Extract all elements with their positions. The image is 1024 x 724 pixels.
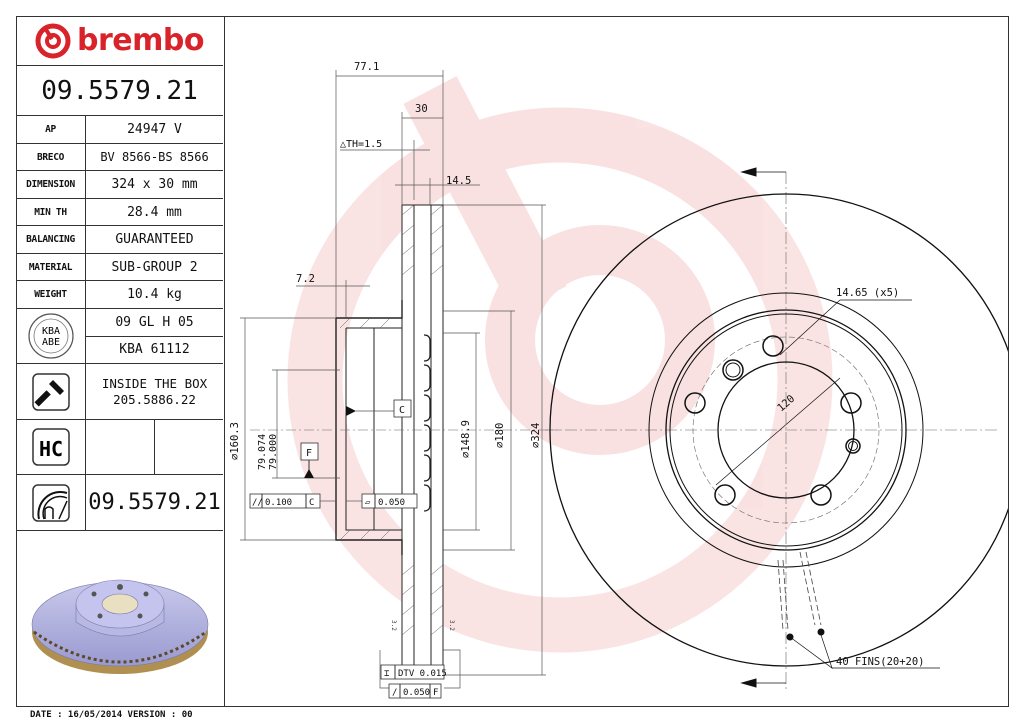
svg-text:▱: ▱	[365, 498, 371, 508]
drawing-frame	[16, 16, 1009, 707]
spec-label: AP	[16, 116, 86, 143]
kba-row: KBA ABE 09 GL H 05 KBA 61112	[16, 309, 223, 364]
svg-text:7.2: 7.2	[296, 273, 315, 285]
technical-drawing: 77.1 30 △TH=1.5 14.5 7.2 ⌀160.3 79.074 7…	[229, 61, 1008, 699]
spec-row-material: MATERIAL SUB-GROUP 2	[16, 254, 223, 281]
svg-text:0.100: 0.100	[265, 498, 292, 508]
hc-icon: HC	[16, 420, 86, 474]
front-view	[545, 167, 1008, 690]
svg-text:C: C	[309, 498, 314, 508]
datum-f: F	[300, 442, 319, 478]
brembo-watermark-icon	[287, 76, 833, 653]
footer-date-version: DATE : 16/05/2014 VERSION : 00	[30, 710, 193, 720]
spec-value: 24947 V	[127, 122, 182, 137]
screw-line2: 205.5886.22	[113, 391, 196, 407]
spec-value: GUARANTEED	[115, 232, 194, 247]
empty-cell	[86, 420, 155, 474]
disc-code-row: 09.5579.21	[16, 475, 223, 531]
hc-row: HC	[16, 420, 223, 475]
surface-finish: 3.2 3.2	[390, 620, 455, 631]
spec-row-ap: AP 24947 V	[16, 116, 223, 144]
svg-text:KBA: KBA	[41, 326, 59, 337]
spec-row-balancing: BALANCING GUARANTEED	[16, 226, 223, 254]
svg-text:0.050: 0.050	[378, 498, 405, 508]
svg-text:DTV 0.015: DTV 0.015	[398, 669, 447, 679]
screw-line1: INSIDE THE BOX	[101, 375, 208, 391]
spec-value: SUB-GROUP 2	[111, 259, 198, 275]
spec-label: DIMENSION	[16, 171, 86, 198]
spec-label: MATERIAL	[16, 254, 86, 280]
svg-text:79.000: 79.000	[268, 434, 279, 470]
disc-caliper-icon	[16, 475, 86, 530]
svg-text:⌀324: ⌀324	[530, 423, 542, 448]
spec-row-min-th: MIN TH 28.4 mm	[16, 199, 223, 226]
spec-value: 10.4 kg	[127, 287, 182, 302]
svg-text:/: /	[392, 688, 397, 698]
spec-label: BRECO	[16, 144, 86, 170]
svg-text:F: F	[433, 688, 438, 698]
tolerance-dtv: ⌶ DTV 0.015 / 0.050 F	[379, 649, 461, 699]
part-number: 09.5579.21	[16, 66, 223, 116]
spec-label: WEIGHT	[16, 281, 86, 308]
svg-text:F: F	[306, 448, 312, 459]
svg-text:△TH=1.5: △TH=1.5	[340, 139, 382, 150]
svg-text:⌀160.3: ⌀160.3	[229, 422, 241, 460]
kba-line1: 09 GL H 05	[86, 309, 223, 337]
svg-text:30: 30	[415, 103, 428, 115]
spec-label: MIN TH	[16, 199, 86, 225]
screw-row: INSIDE THE BOX 205.5886.22	[16, 364, 223, 420]
tolerance-parallel: // 0.100 C	[249, 493, 336, 509]
svg-text:0.050: 0.050	[403, 688, 430, 698]
brand-name: brembo	[77, 23, 204, 58]
screw-icon	[16, 364, 86, 419]
spec-value: 324 x 30 mm	[111, 177, 198, 192]
svg-text:40 FINS(20+20): 40 FINS(20+20)	[836, 656, 925, 668]
dimension-labels: 77.1 30 △TH=1.5 14.5 7.2 ⌀160.3 79.074 7…	[229, 61, 542, 470]
svg-text:⌶: ⌶	[384, 669, 390, 679]
disc-render	[16, 532, 223, 704]
brand-logo: brembo	[16, 16, 223, 66]
svg-text:⌀180: ⌀180	[494, 423, 506, 448]
svg-text:⌀148.9: ⌀148.9	[460, 420, 472, 458]
svg-text:79.074: 79.074	[257, 434, 268, 470]
kba-line2: KBA 61112	[119, 342, 190, 358]
disc-code: 09.5579.21	[88, 490, 221, 515]
svg-text:3.2: 3.2	[390, 620, 397, 631]
brembo-logo-icon	[35, 23, 71, 58]
tolerance-flatness: ▱ 0.050	[346, 493, 418, 509]
svg-text:ABE: ABE	[41, 337, 59, 348]
spec-label: BALANCING	[16, 226, 86, 253]
svg-text:C: C	[399, 405, 405, 416]
section-view	[250, 204, 560, 676]
svg-text:77.1: 77.1	[354, 61, 379, 73]
svg-text:3.2: 3.2	[448, 620, 455, 631]
kba-abe-icon: KBA ABE	[16, 309, 86, 363]
spec-value: 28.4 mm	[127, 204, 182, 220]
spec-row-breco: BRECO BV 8566-BS 8566	[16, 144, 223, 171]
svg-text:14.65 (x5): 14.65 (x5)	[836, 287, 899, 299]
spec-row-dimension: DIMENSION 324 x 30 mm	[16, 171, 223, 199]
spec-sidebar: brembo 09.5579.21 AP 24947 V BRECO BV 85…	[16, 16, 225, 707]
datum-c: C	[346, 399, 412, 418]
svg-text:HC: HC	[38, 437, 62, 461]
svg-text:14.5: 14.5	[446, 175, 471, 187]
spec-row-weight: WEIGHT 10.4 kg	[16, 281, 223, 309]
svg-text://: //	[252, 498, 263, 508]
spec-value: BV 8566-BS 8566	[100, 150, 209, 164]
